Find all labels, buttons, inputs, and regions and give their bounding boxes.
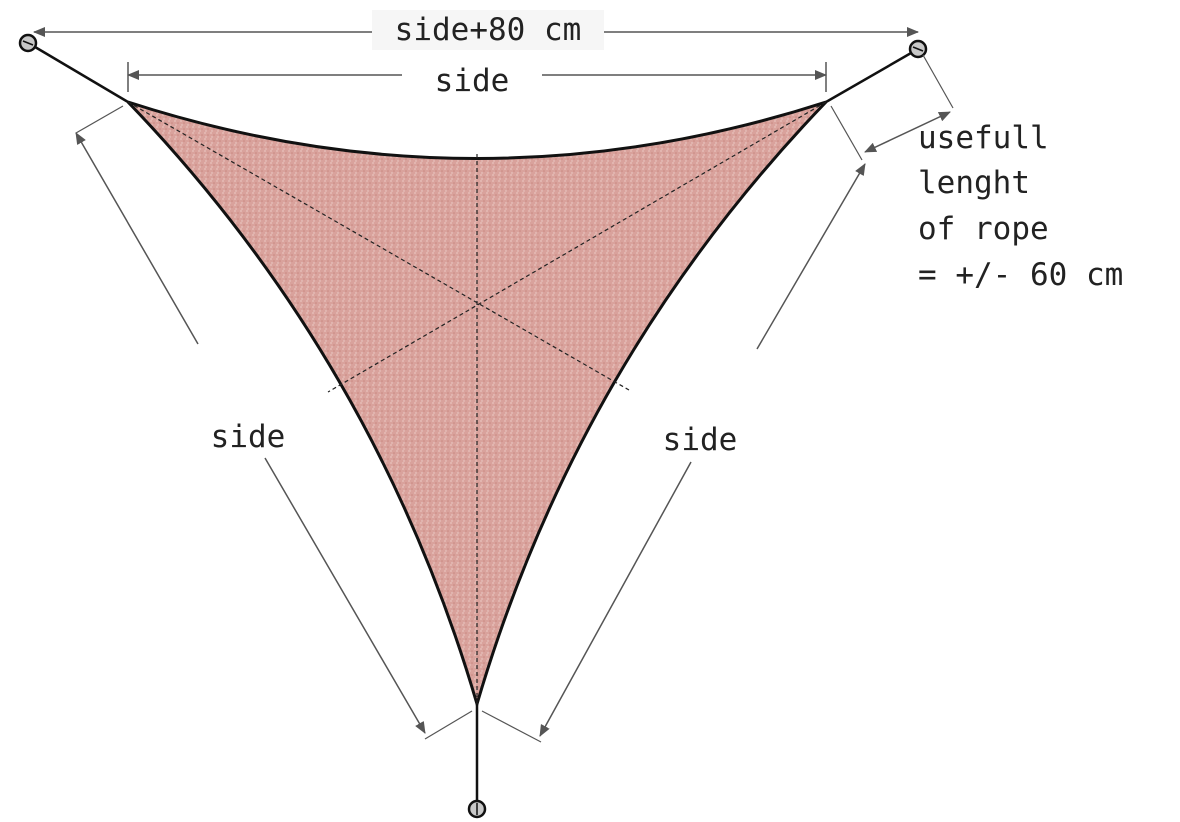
rope-note-line-2: lenght [918,165,1030,201]
left-side-dimension: side [75,105,473,740]
right-side-label: side [663,422,738,458]
anchor-right [908,39,928,59]
rope-note-line-3: of rope [918,211,1049,247]
overall-width-label: side+80 cm [395,12,582,48]
rope-length-note: usefull lenght of rope = +/- 60 cm [918,120,1123,293]
anchor-left [18,33,38,53]
anchor-bottom [467,799,487,819]
rope-note-line-1: usefull [918,120,1049,156]
rope-length-dimension [864,54,954,153]
ropes [29,42,919,806]
rope-note-line-4: = +/- 60 cm [918,257,1123,293]
median-lines [127,101,827,704]
top-side-dimension: side [127,58,827,99]
overall-width-dimension: side+80 cm [33,10,919,50]
top-side-label: side [435,63,510,99]
left-side-label: side [211,419,286,455]
right-side-dimension: side [481,105,866,743]
